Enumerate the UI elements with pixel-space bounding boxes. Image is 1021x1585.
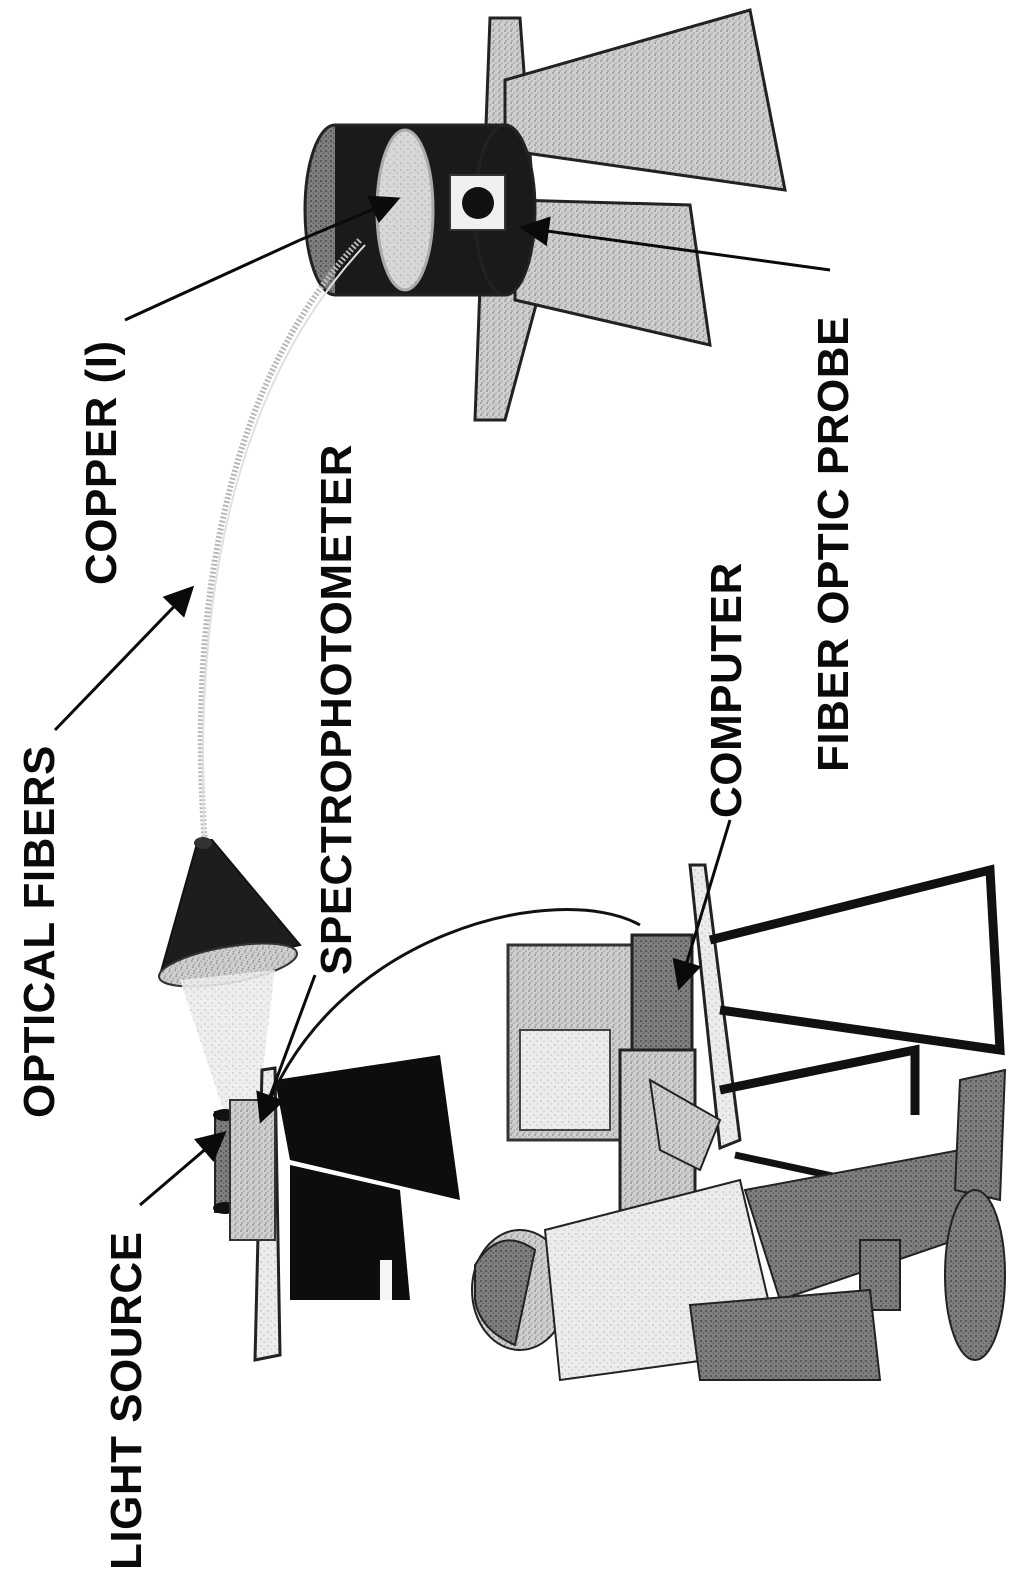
arrow-spectrophotometer — [256, 974, 317, 1124]
computer-monitor — [506, 943, 640, 1142]
arrow-computer — [672, 819, 732, 991]
light-beam — [180, 970, 275, 1115]
label-computer: COMPUTER — [702, 562, 751, 818]
label-fiber-optic-probe: FIBER OPTIC PROBE — [809, 316, 858, 772]
arrow-copper-inner — [299, 195, 401, 242]
lens-collimator — [157, 837, 302, 988]
label-spectrophotometer: SPECTROPHOTOMETER — [312, 444, 361, 975]
arrow-copper — [124, 238, 301, 322]
optical-fiber-cable — [197, 237, 363, 846]
label-optical-fibers: OPTICAL FIBERS — [15, 745, 64, 1118]
spectro-to-computer-cable — [260, 908, 641, 1121]
operator-figure — [471, 1068, 1007, 1382]
copper-stand — [473, 8, 787, 422]
spectrophotometer-table — [253, 1055, 460, 1362]
copper-vessel — [303, 123, 537, 297]
arrow-fiber-optic-probe — [519, 216, 831, 272]
arrow-light-source — [139, 1131, 227, 1207]
label-light-source: LIGHT SOURCE — [102, 1231, 151, 1570]
label-copper: COPPER (I) — [77, 340, 126, 585]
light-source-device — [213, 1099, 276, 1241]
arrow-optical-fibers — [53, 585, 195, 732]
